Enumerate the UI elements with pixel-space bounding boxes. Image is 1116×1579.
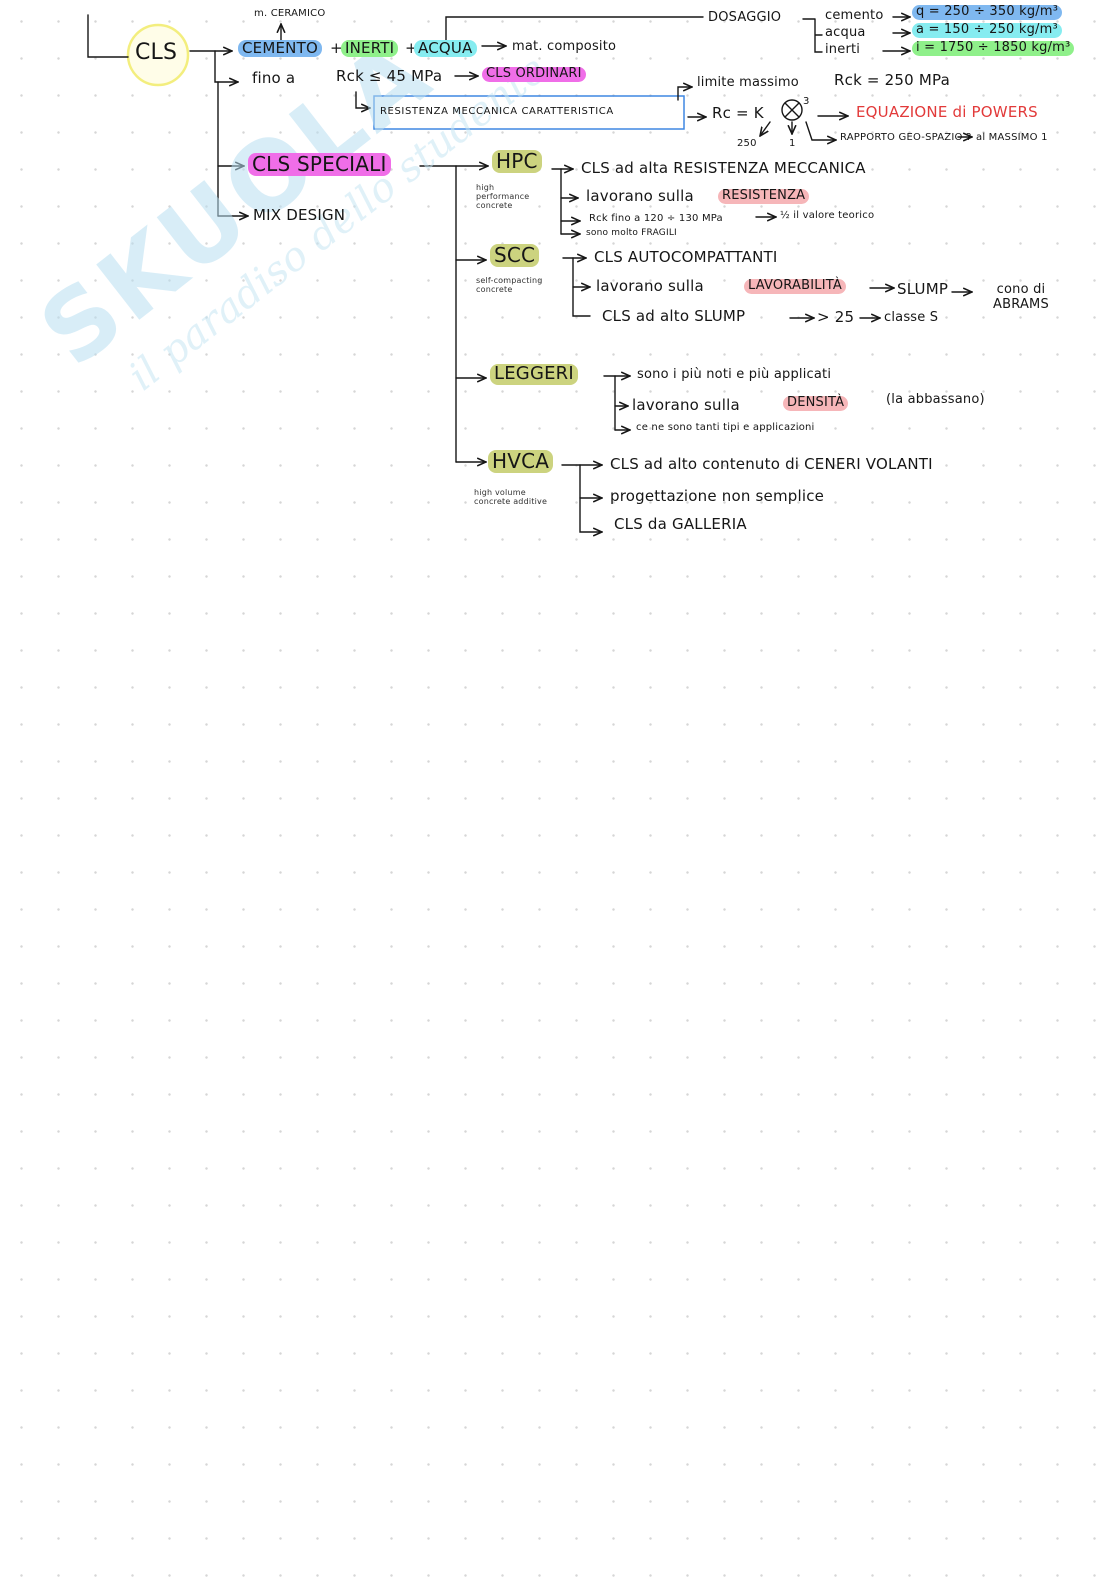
dosaggio-label-inerti: inerti [825, 42, 861, 57]
fino-a-label: fino a [252, 69, 296, 87]
dosaggio-title: DOSAGGIO [708, 10, 782, 25]
hpc-point-1: CLS ad alta RESISTENZA MECCANICA [581, 159, 866, 177]
limite-value: Rck = 250 MPa [834, 71, 950, 89]
arrow-to-limite [677, 87, 692, 101]
line-to-dosaggio [445, 16, 704, 41]
dosaggio-formula-inerti: i = 1750 ÷ 1850 kg/m³ [912, 40, 1075, 56]
limite-label: limite massimo [697, 75, 799, 90]
arrow-to-rapporto [805, 121, 836, 140]
arrow-k-to-250 [760, 121, 771, 136]
scc-point-1: CLS AUTOCOMPATTANTI [594, 248, 778, 266]
formula-rc: Rc = K [712, 104, 764, 122]
root-label: CLS [135, 40, 178, 65]
resistenza-box [373, 95, 685, 130]
arrow-to-ordinari-line [214, 50, 238, 82]
composito-label: mat. composito [512, 39, 617, 54]
formula-exponent: 3 [803, 96, 810, 107]
plus-1: + [330, 39, 343, 57]
leggeri-chip: LEGGERI [490, 363, 578, 385]
root-circle [126, 23, 190, 87]
cls-speciali-chip: CLS SPECIALI [248, 153, 391, 176]
scc-point-4: > 25 [817, 308, 855, 326]
inerti-chip: INERTI [341, 39, 399, 58]
leggeri-highlight: DENSITÀ [783, 395, 849, 411]
leggeri-point-1: sono i più noti e più applicati [637, 367, 832, 382]
mix-design-label: MIX DESIGN [253, 206, 346, 224]
root-incoming-line [87, 14, 129, 58]
scc-slump: SLUMP [897, 280, 949, 298]
hpc-point-2: lavorano sulla [586, 187, 694, 205]
scc-spine [572, 257, 591, 317]
scc-point-3: CLS ad alto SLUMP [602, 307, 746, 325]
scc-point-2: lavorano sulla [596, 277, 704, 295]
acqua-chip: ACQUA [414, 39, 477, 58]
rapporto-label: RAPPORTO GEO-SPAZIO ? [840, 132, 972, 143]
hpc-chip: HPC [492, 150, 542, 173]
formula-under-x: 1 [789, 138, 796, 149]
hvca-point-1: CLS ad alto contenuto di CENERI VOLANTI [610, 455, 933, 473]
cls-ordinari-chip: CLS ORDINARI [482, 66, 586, 82]
hvca-spine [579, 464, 602, 532]
cemento-chip: CEMENTO [238, 39, 322, 58]
scc-subtitle: self-compacting concrete [476, 276, 543, 295]
massimo-label: al MASSIMO 1 [976, 132, 1048, 143]
hvca-point-3: CLS da GALLERIA [614, 515, 747, 533]
rck-condition: Rck ≤ 45 MPa [336, 67, 443, 85]
leggeri-point-4: ce ne sono tanti tipi e applicazioni [636, 422, 815, 433]
dosaggio-formula-cemento: q = 250 ÷ 350 kg/m³ [912, 4, 1063, 20]
dosaggio-formula-acqua: a = 150 ÷ 250 kg/m³ [912, 22, 1062, 38]
hpc-point-3: Rck fino a 120 ÷ 130 MPa [589, 213, 723, 224]
leggeri-point-3: (la abbassano) [886, 392, 985, 407]
arrow-to-resistenza [355, 91, 370, 108]
hvca-chip: HVCA [488, 450, 554, 473]
hpc-subtitle: high performance concrete [476, 183, 530, 211]
formula-x-circle [781, 99, 803, 121]
scc-chip: SCC [490, 244, 540, 267]
dosaggio-label-acqua: acqua [825, 25, 866, 40]
resistenza-boxed-label: RESISTENZA MECCANICA CARATTERISTICA [380, 106, 614, 117]
hvca-subtitle: high volume concrete additive [474, 488, 548, 507]
hpc-extra: ½ il valore teorico [780, 210, 875, 221]
equazione-powers: EQUAZIONE di POWERS [856, 103, 1038, 121]
hpc-point-4: sono molto FRAGILI [586, 228, 677, 238]
formula-under-k: 250 [737, 138, 757, 149]
scc-cono: cono di ABRAMS [993, 282, 1049, 312]
leggeri-point-2: lavorano sulla [632, 396, 740, 414]
scc-point-5: classe S [884, 310, 939, 325]
dosaggio-label-cemento: cemento [825, 8, 884, 23]
scc-highlight: LAVORABILITÀ [744, 278, 846, 294]
ceramico-label: m. CERAMICO [254, 8, 326, 19]
dosaggio-bracket [802, 18, 823, 53]
hpc-highlight: RESISTENZA [718, 188, 810, 204]
hvca-point-2: progettazione non semplice [610, 487, 825, 505]
